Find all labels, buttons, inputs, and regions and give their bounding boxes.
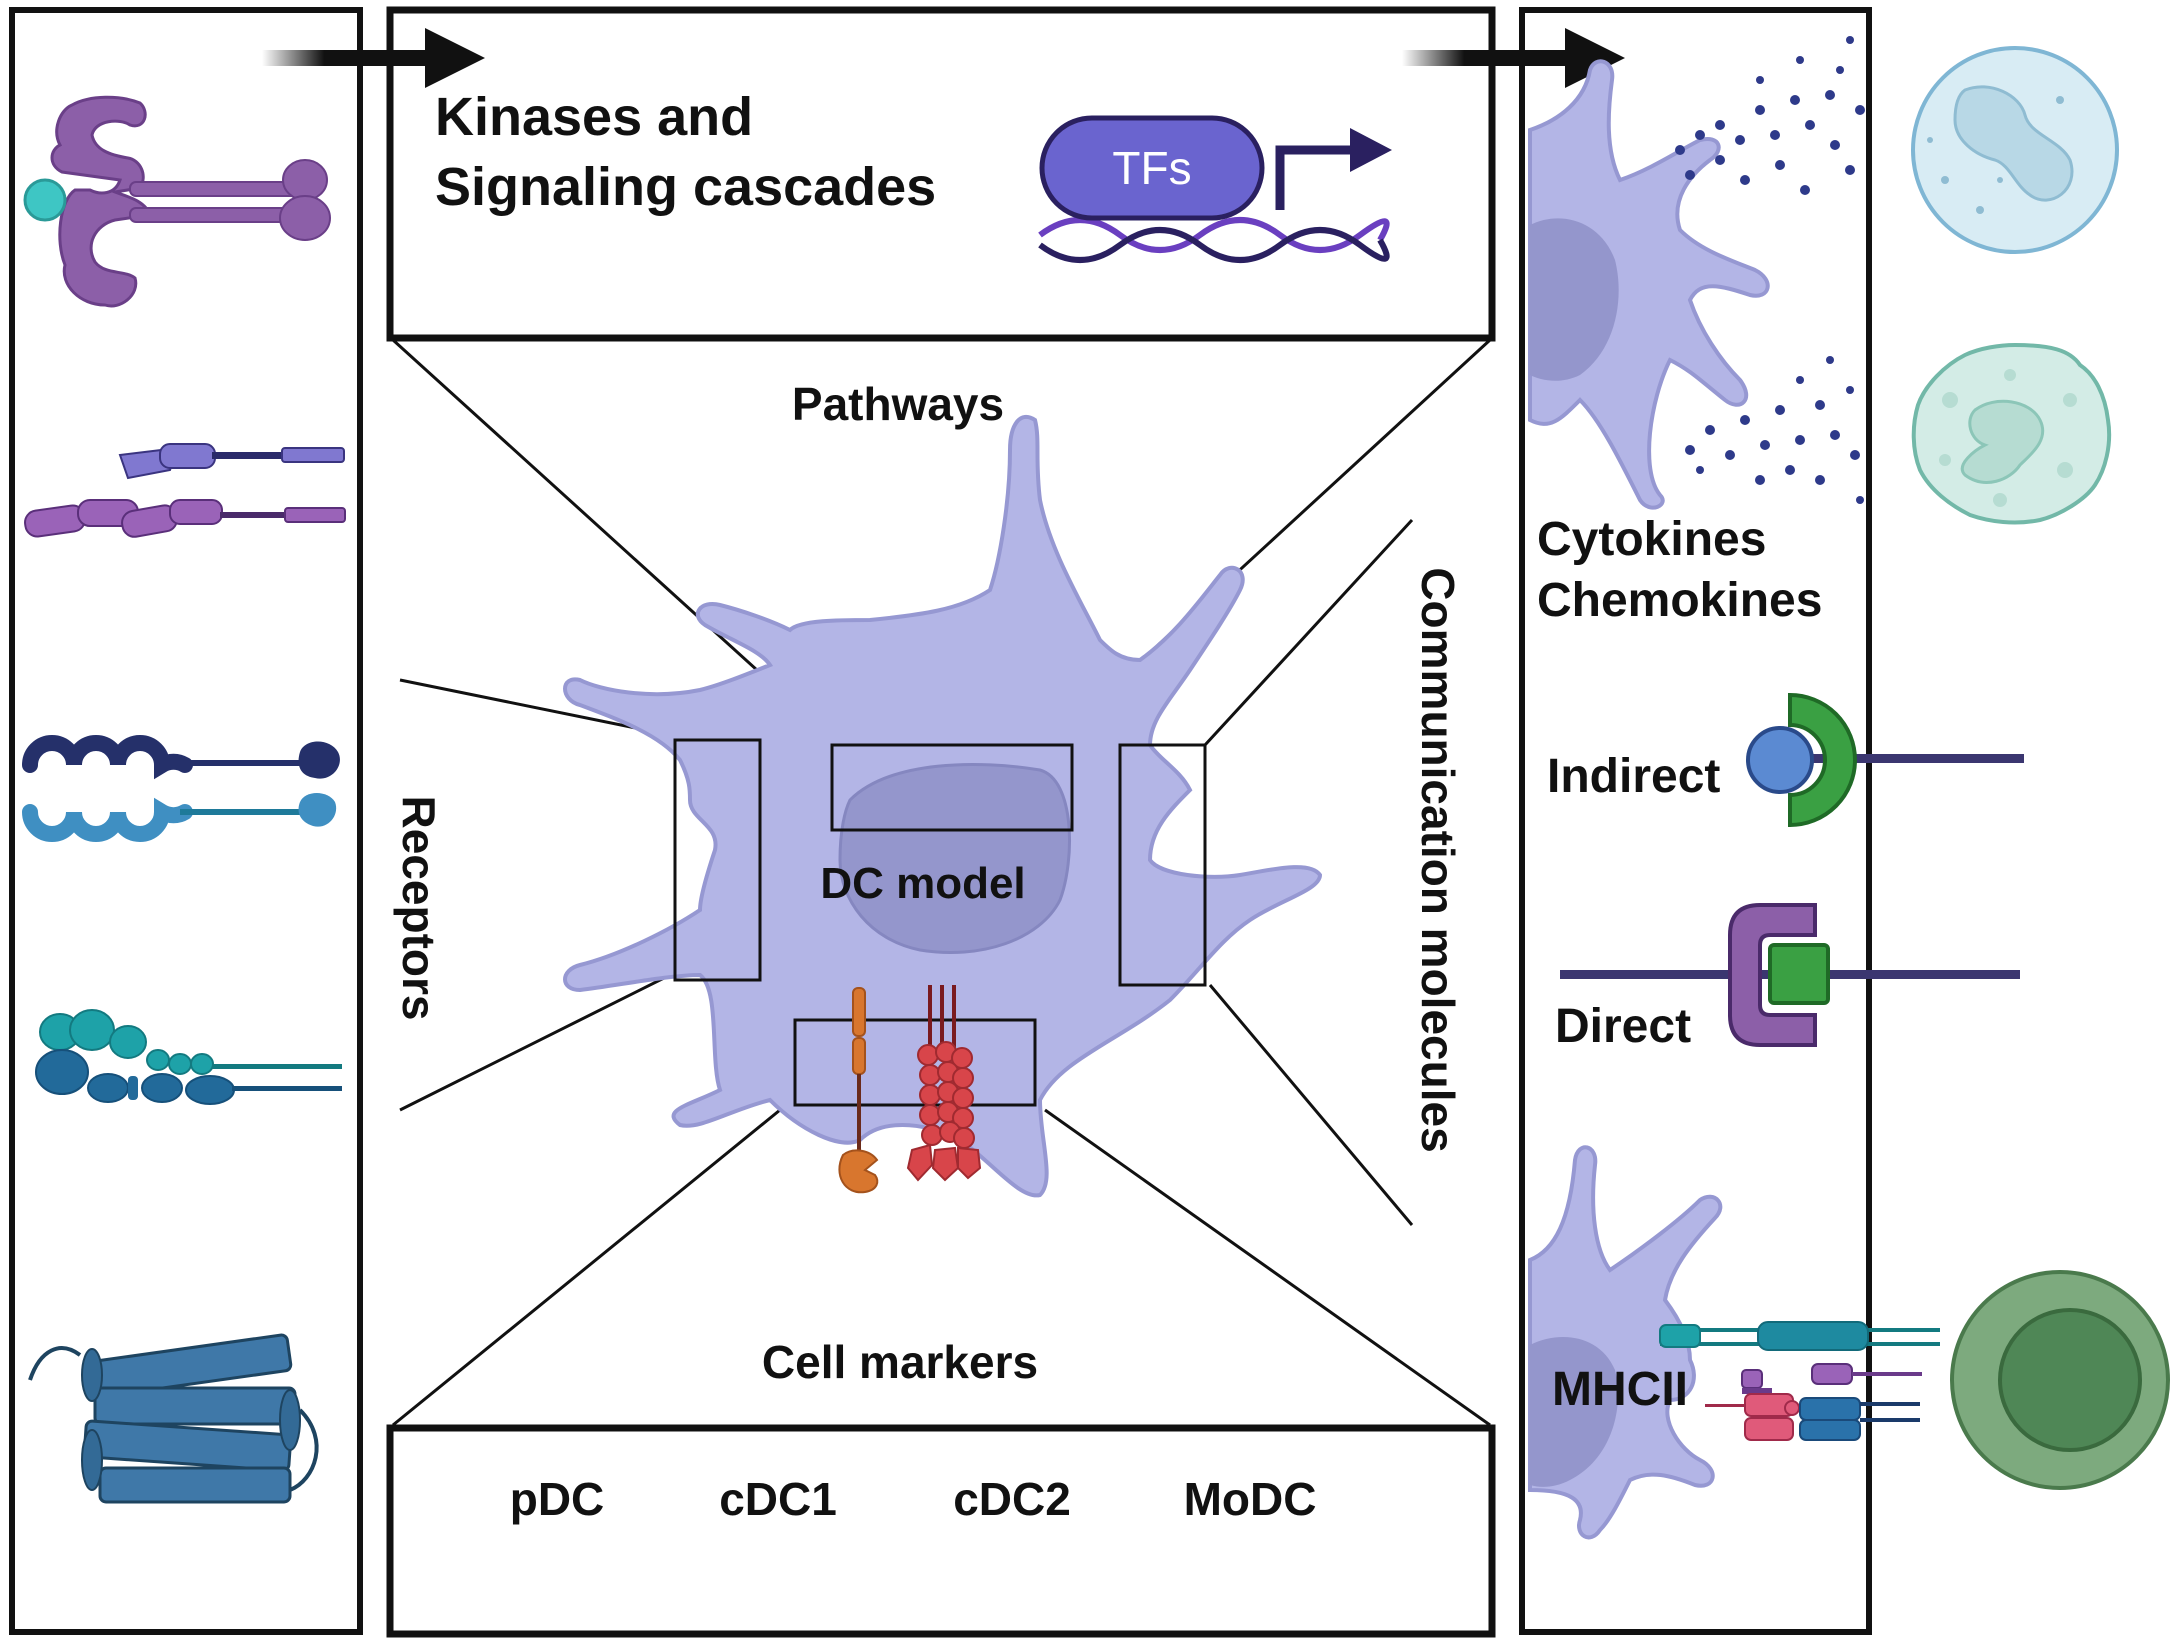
bottom-panel-frame [386,1424,1496,1638]
dc-model-label: DC model [820,859,1025,908]
dendritic-cell-icon [563,414,1323,1198]
pathways-label: Pathways [792,378,1004,430]
cell-marker-icon [838,987,879,1194]
cell-marker-complex-icon [906,985,982,1182]
receptors-label: Receptors [393,796,445,1021]
secreting-dc-icon [1528,59,1770,510]
gpcr-icon [28,1333,319,1504]
arrow-top-to-right [1402,28,1625,88]
cell-markers-label: Cell markers [762,1336,1038,1388]
cytokines-label: Cytokines [1537,513,1766,566]
t-cell-icon [1950,1270,2170,1490]
subtype-pdc: pDC [510,1473,605,1525]
ig-superfamily-receptor-icon [35,1009,342,1105]
monocyte-icon [1911,46,2119,254]
nucleus [838,762,1072,955]
cytokine-receptor-icon [24,443,346,538]
ctype-lectin-receptor-icon [22,735,340,842]
top-panel-frame [386,6,1496,342]
zoom-lines [391,338,1492,1427]
communication-molecules-label: Communication molecules [1412,567,1464,1152]
kinases-title-line2: Signaling cascades [435,157,936,217]
right-panel-frame [1519,7,1872,1635]
cytokine-dots [1675,36,1865,504]
subtype-modc: MoDC [1184,1473,1317,1525]
mhc-dc-icon [1528,1145,1723,1540]
arrow-left-to-top [262,28,485,88]
neutrophil-icon [1911,342,2112,525]
left-panel-frame [9,7,363,1635]
indirect-interaction-icon [1746,692,2024,828]
kinase-receptor-icon [23,95,331,308]
kinases-title-line1: Kinases and [435,87,753,147]
mhc-tcr-complex-icon [1659,1321,1940,1441]
subtype-cdc1: cDC1 [719,1473,837,1525]
direct-label: Direct [1555,1000,1691,1053]
chemokines-label: Chemokines [1537,574,1822,627]
indirect-label: Indirect [1547,750,1720,803]
focus-boxes [673,738,1207,1107]
mhcii-label: MHCII [1552,1363,1688,1416]
transcription-factor-icon: TFs [1038,115,1392,263]
direct-interaction-icon [1560,903,2020,1047]
subtype-cdc2: cDC2 [953,1473,1071,1525]
tf-label: TFs [1112,142,1191,194]
tf-box [1039,115,1265,221]
